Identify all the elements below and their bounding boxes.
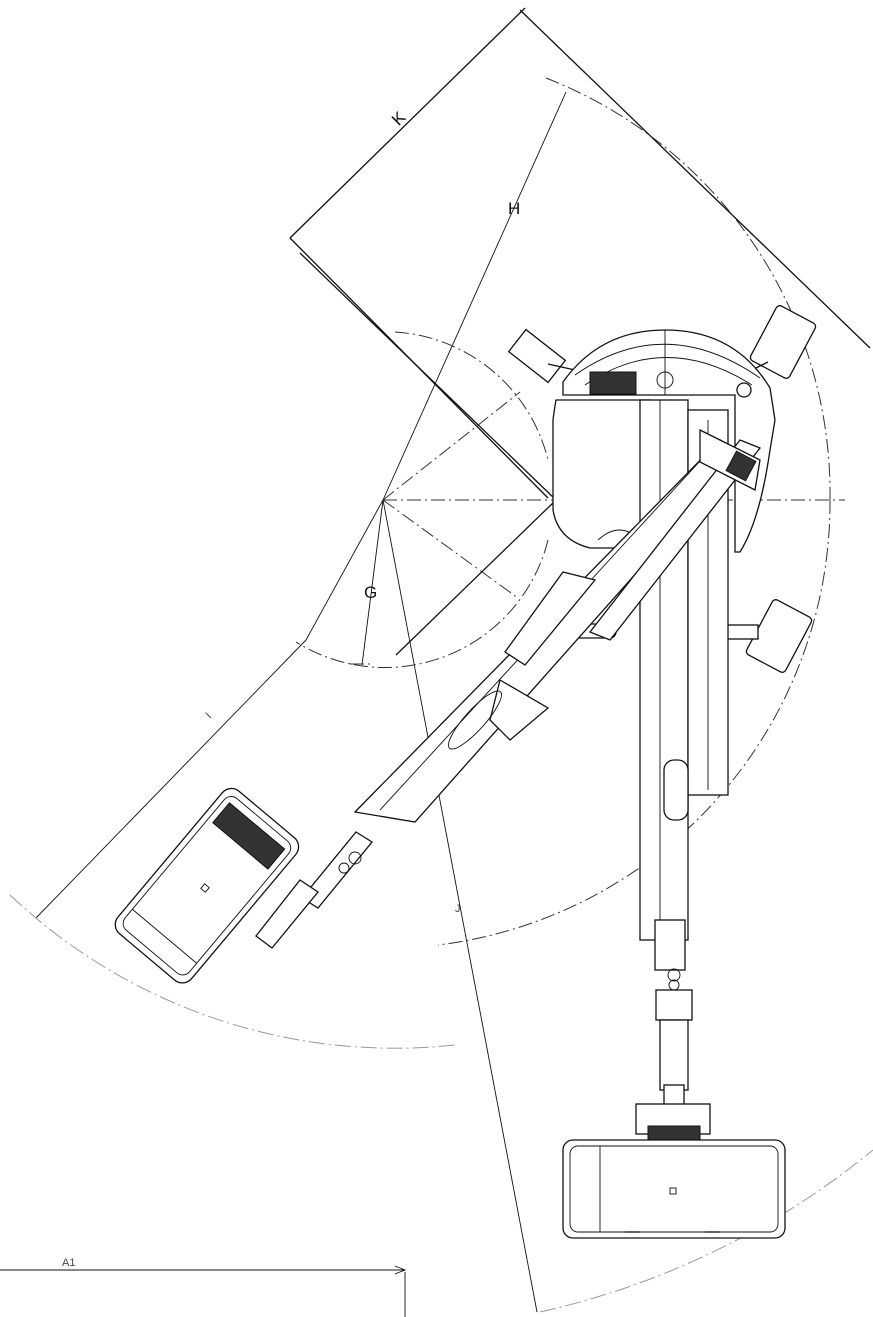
platform-bottom [562,1139,786,1239]
outrigger-top-right [747,305,817,379]
boom-diagonal [255,428,762,949]
label-i: I [203,710,214,721]
platform-left [114,787,300,984]
dimension-a1: A1 [0,1257,407,1317]
label-k: K [388,107,410,129]
label-a1: A1 [62,1257,75,1269]
dimension-h [382,91,567,501]
dimension-g [361,499,384,666]
pivot-rays [382,391,845,656]
label-g: G [364,583,377,602]
swing-arcs [9,77,873,1313]
label-j: J [455,903,461,915]
dimension-k [289,7,871,501]
dimension-j [382,499,538,1313]
label-h: H [508,199,520,218]
outrigger-bottom-right [717,599,813,673]
outrigger-top-left [507,328,576,384]
dimension-i [35,499,384,919]
